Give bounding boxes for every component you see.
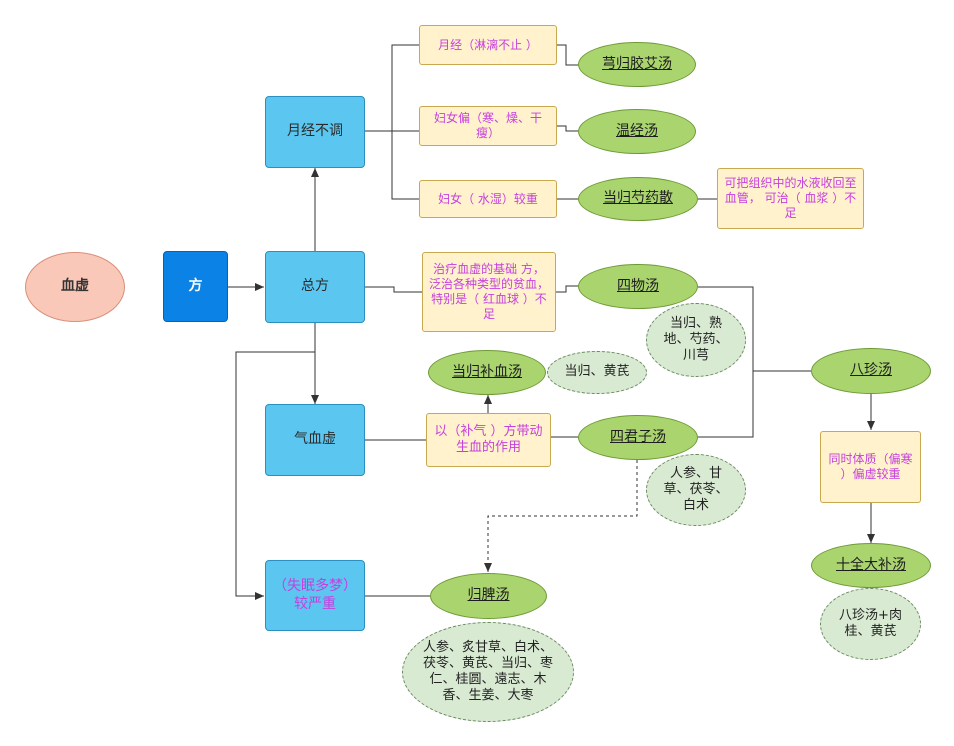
edge-note-wenjing [557, 125, 578, 132]
node-guipi[interactable]: 归脾汤 [430, 573, 547, 619]
node-shimian[interactable]: （失眠多梦）较严重 [265, 560, 365, 631]
node-danggui-shaoyao[interactable]: 当归芍药散 [578, 177, 698, 221]
node-shiquan[interactable]: 十全大补汤 [811, 543, 931, 588]
note-buqi[interactable]: 以（补气 ）方带动生血的作用 [426, 413, 551, 467]
edge-zongfang-shimian [235, 323, 316, 600]
edge-note-xiongui [557, 44, 578, 66]
ing-danggui-buxue[interactable]: 当归、黄芪 [547, 351, 647, 394]
node-zongfang[interactable]: 总方 [265, 251, 365, 323]
edge-zhiliao-siwu [556, 285, 578, 293]
node-bazhen[interactable]: 八珍汤 [811, 348, 931, 394]
note-funv-shuishi[interactable]: 妇女（ 水湿）较重 [419, 180, 557, 218]
node-qixuexu[interactable]: 气血虚 [265, 404, 365, 476]
node-xuexu[interactable]: 血虚 [25, 252, 125, 322]
node-xiongui-jiaoai[interactable]: 芎归胶艾汤 [578, 42, 696, 87]
ing-guipi[interactable]: 人参、炙甘草、白术、茯苓、黄芪、当归、枣仁、桂圆、遠志、木香、生姜、大枣 [402, 622, 574, 722]
note-funv-han[interactable]: 妇女偏（寒、燥、干瘦） [419, 106, 557, 146]
edge-zongfang-zhiliao [365, 286, 422, 293]
edge-yuejing-notes [365, 44, 419, 200]
note-tizhi[interactable]: 同时体质（偏寒 ）偏虚较重 [820, 431, 921, 503]
node-sijunzi[interactable]: 四君子汤 [578, 415, 698, 460]
note-zuzhi-shuiye[interactable]: 可把组织中的水液收回至血管， 可治（ 血浆 ）不足 [717, 168, 864, 229]
node-wenjing[interactable]: 温经汤 [578, 109, 696, 154]
edge-sijunzi-bazhen [698, 371, 754, 438]
note-zhiliao[interactable]: 治疗血虚的基础 方，泛治各种类型的贫血，特别是（ 红血球 ）不足 [422, 252, 556, 332]
node-danggui-buxue[interactable]: 当归补血汤 [428, 350, 546, 395]
ing-shiquan[interactable]: 八珍汤+肉桂、黄芪 [820, 588, 921, 660]
edge-siwu-bazhen [698, 286, 811, 372]
node-yuejing-butiao[interactable]: 月经不调 [265, 96, 365, 168]
ing-sijunzi[interactable]: 人参、甘草、茯苓、白术 [646, 454, 746, 526]
ing-siwu[interactable]: 当归、熟地、芍药、川芎 [646, 303, 746, 377]
edge-sijunzi-guipi [484, 460, 638, 572]
node-siwu[interactable]: 四物汤 [578, 264, 698, 309]
node-fang[interactable]: 方 [163, 251, 228, 322]
note-yuejing-linli[interactable]: 月经（淋漓不止 ） [419, 25, 557, 65]
